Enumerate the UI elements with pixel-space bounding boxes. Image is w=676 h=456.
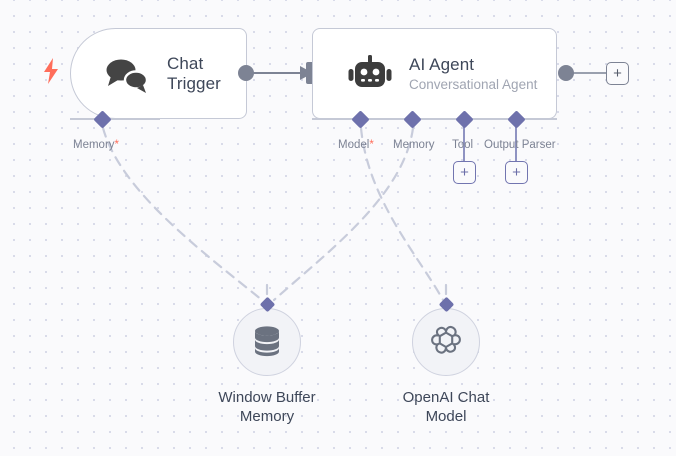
database-icon [250, 323, 284, 362]
plus-glyph: + [512, 164, 521, 181]
node-label-line1: OpenAI Chat [402, 389, 490, 406]
node-label-line2: Model [425, 407, 467, 425]
robot-icon [345, 54, 395, 94]
port-label-ai-agent-memory: Memory [393, 139, 435, 151]
port-label-text: Memory [73, 139, 115, 151]
plus-glyph: + [613, 65, 622, 82]
plus-glyph: + [460, 164, 469, 181]
edge-chat-trigger-to-ai-agent [253, 66, 313, 80]
edge-chat-memory-to-window-buffer [101, 126, 264, 302]
add-node-button-ai-agent-output[interactable]: + [606, 62, 629, 85]
edge-agent-memory-to-window-buffer [272, 126, 415, 302]
required-marker: * [114, 139, 120, 151]
node-label-window-buffer-memory: Window Buffer Memory [182, 389, 352, 427]
add-node-button-output-parser[interactable]: + [505, 161, 528, 184]
node-label-openai-chat-model: OpenAI Chat Model [361, 389, 531, 427]
required-marker: * [369, 139, 374, 151]
openai-icon [429, 323, 463, 362]
node-openai-chat-model[interactable] [412, 308, 480, 376]
output-port-chat-trigger[interactable] [238, 65, 254, 81]
chat-bubbles-icon [99, 55, 153, 93]
edge-agent-model-to-openai-model [359, 126, 445, 302]
node-label-line2: Memory [239, 407, 295, 425]
output-port-ai-agent[interactable] [558, 65, 574, 81]
node-title-chat-trigger-line1: Chat [167, 53, 204, 73]
input-port-ai-agent[interactable] [306, 62, 314, 84]
chat-trigger-text: Chat Trigger [167, 54, 221, 93]
node-subtitle-ai-agent: Conversational Agent [409, 76, 538, 92]
port-label-ai-agent-model: Model* [338, 139, 374, 151]
node-title-ai-agent: AI Agent [409, 54, 475, 74]
node-title-chat-trigger-line2: Trigger [167, 73, 221, 93]
ai-agent-text: AI Agent Conversational Agent [409, 55, 537, 92]
lightning-bolt-icon [42, 58, 60, 84]
node-chat-trigger[interactable]: Chat Trigger [70, 28, 247, 119]
node-ai-agent[interactable]: AI Agent Conversational Agent [312, 28, 557, 119]
node-label-line1: Window Buffer [218, 389, 316, 406]
port-label-chat-trigger-memory: Memory* [73, 139, 119, 151]
add-node-button-tool[interactable]: + [453, 161, 476, 184]
port-label-ai-agent-tool: Tool [452, 139, 474, 151]
port-label-text: Model [338, 139, 370, 151]
node-window-buffer-memory[interactable] [233, 308, 301, 376]
port-label-ai-agent-output-parser: Output Parser [484, 139, 556, 151]
